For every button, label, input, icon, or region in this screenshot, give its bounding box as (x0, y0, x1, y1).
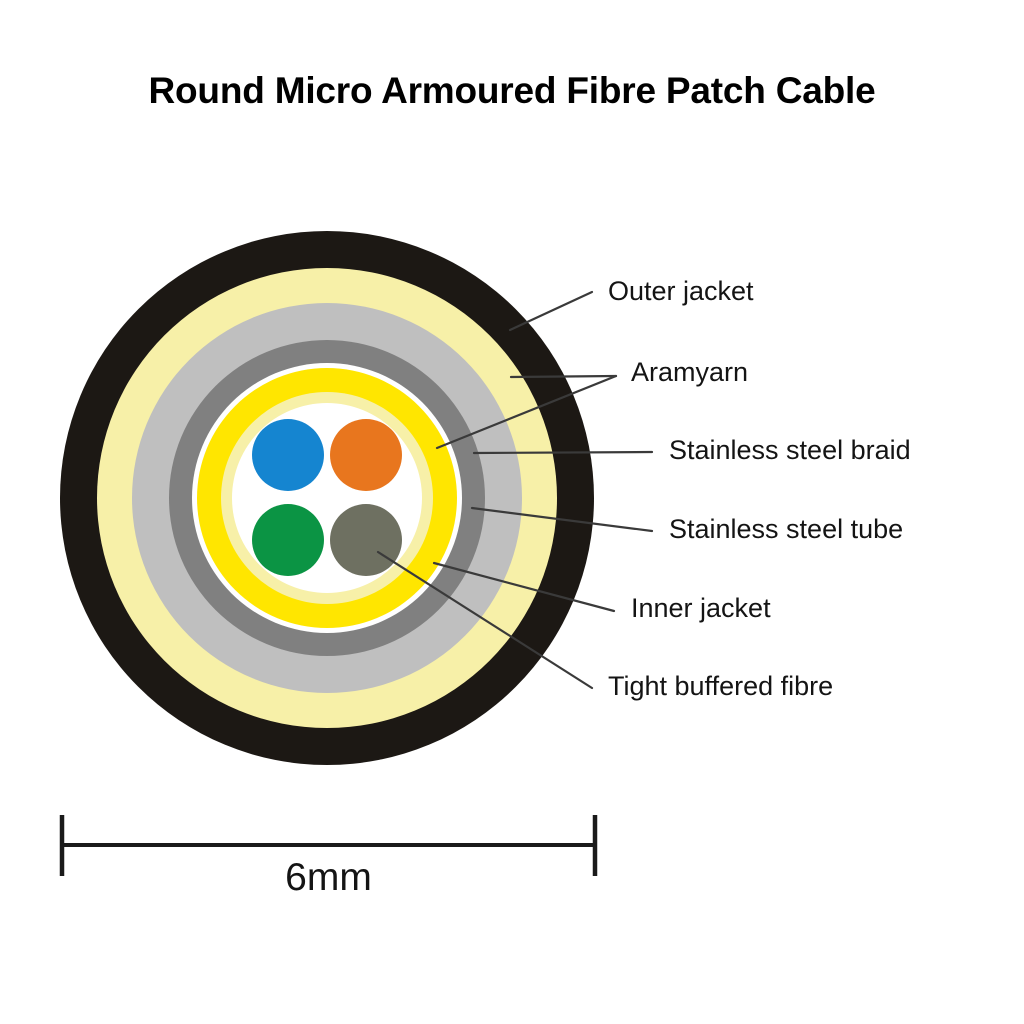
callout-inner-jacket: Inner jacket (631, 593, 771, 623)
dimension-label: 6mm (285, 856, 372, 899)
dimension-bar: 6mm (59, 815, 598, 899)
page-title: Round Micro Armoured Fibre Patch Cable (148, 70, 876, 111)
leader-aramyarn-branch-inner (435, 374, 618, 450)
fibre-green (252, 504, 324, 576)
fibre-blue (252, 419, 324, 491)
leader-tight-buffered-fibre (376, 550, 594, 690)
callout-stainless-steel-tube: Stainless steel tube (669, 514, 903, 544)
cable-layers (60, 231, 594, 765)
leader-outer-jacket (508, 290, 594, 332)
leader-lines (376, 290, 654, 690)
leader-stainless-steel-tube (470, 506, 654, 533)
fibre-grey (330, 504, 402, 576)
callout-tight-buffered-fibre: Tight buffered fibre (608, 671, 833, 701)
callout-stainless-steel-braid: Stainless steel braid (669, 435, 911, 465)
leader-stainless-steel-braid (472, 450, 654, 455)
leader-aramyarn-branch-outer (509, 374, 618, 379)
leader-inner-jacket (432, 561, 616, 613)
fibre-bundle (252, 419, 402, 576)
layer-core-void (232, 403, 422, 593)
fibre-orange (330, 419, 402, 491)
callout-outer-jacket: Outer jacket (608, 276, 754, 306)
callout-aramyarn: Aramyarn (631, 357, 748, 387)
callout-labels: Outer jacket Aramyarn Stainless steel br… (608, 276, 911, 701)
